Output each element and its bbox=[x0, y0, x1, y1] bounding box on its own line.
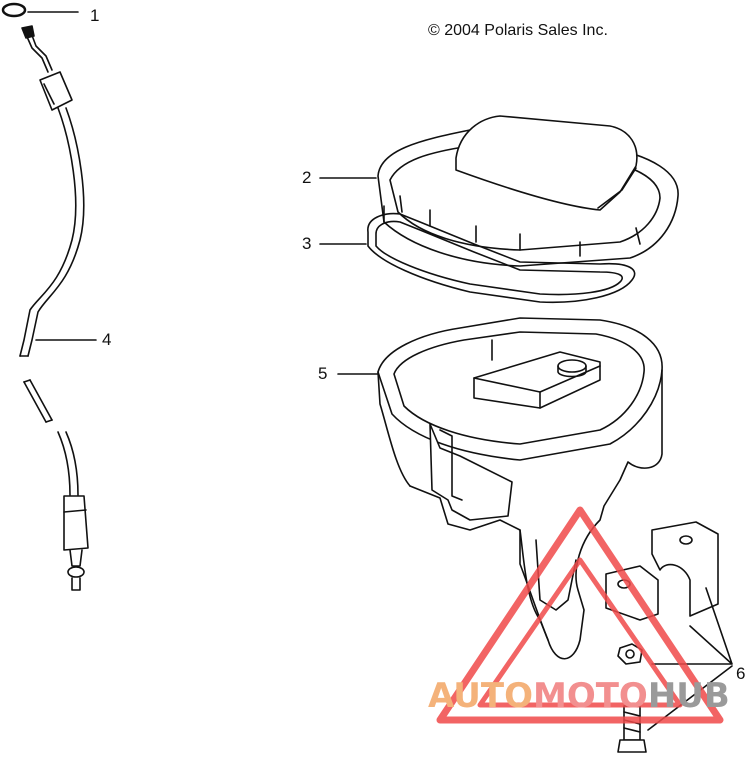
watermark-part-hub: HUB bbox=[647, 676, 730, 716]
housing-part-5 bbox=[377, 317, 663, 660]
callout-1: 1 bbox=[90, 6, 100, 25]
callout-2: 2 bbox=[302, 168, 312, 187]
copyright-text: © 2004 Polaris Sales Inc. bbox=[428, 22, 608, 39]
callout-3: 3 bbox=[302, 234, 312, 253]
watermark-part-moto: MOTO bbox=[532, 676, 648, 716]
gasket-part-3 bbox=[367, 212, 636, 304]
callout-6: 6 bbox=[736, 664, 746, 683]
callout-4: 4 bbox=[102, 330, 112, 349]
callout-5: 5 bbox=[318, 364, 328, 383]
watermark-text: AUTOMOTOHUB bbox=[428, 676, 730, 716]
cable-part-4 bbox=[19, 25, 89, 591]
watermark-part-auto: AUTO bbox=[428, 676, 533, 716]
watermark-logo bbox=[436, 506, 724, 724]
cover-part-2 bbox=[377, 115, 679, 267]
o-ring-part-1 bbox=[1, 2, 27, 18]
